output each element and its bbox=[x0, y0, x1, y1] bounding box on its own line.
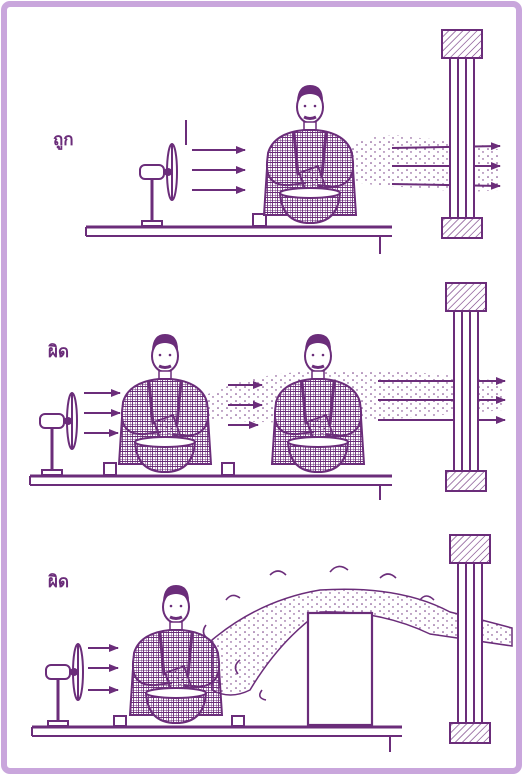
panel-label-wrong: ผิด bbox=[48, 568, 69, 595]
obstacle-box bbox=[308, 613, 372, 725]
small-cup bbox=[222, 463, 234, 475]
small-cup bbox=[232, 716, 244, 726]
small-cup bbox=[114, 716, 126, 726]
small-cup bbox=[104, 463, 116, 475]
panel-label-correct: ถูก bbox=[53, 126, 74, 153]
panel-label-wrong: ผิด bbox=[48, 338, 69, 365]
